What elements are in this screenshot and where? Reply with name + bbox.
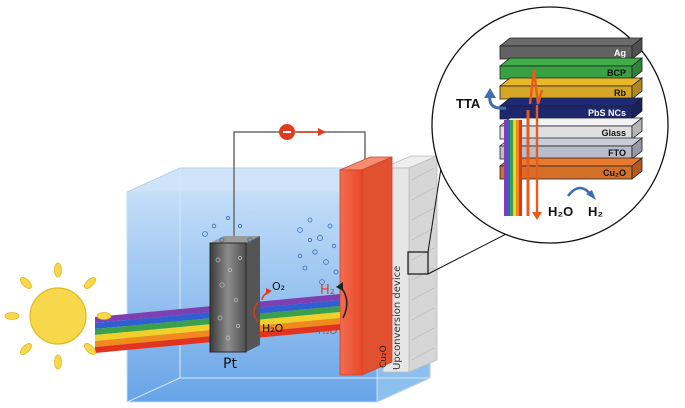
h2-left-label: H₂ [320,283,335,298]
sun-icon [4,262,112,370]
pt-label: Pt [223,356,237,372]
h2o-inset-label: H₂O [548,204,573,219]
layer-label: Rb [614,88,626,98]
layer-rb: Rb [498,77,644,100]
gas-bubbles [202,215,339,285]
layer-label: Ag [614,48,626,58]
anode-reaction: O₂ H₂O [253,280,285,335]
layer-cu-o: Cu₂O [498,157,644,180]
layer-label: Glass [601,128,626,138]
external-circuit [233,124,366,242]
layer-label: FTO [608,148,626,158]
layer-ag: Ag [498,37,644,60]
h2o-left-label: H₂O [262,322,284,335]
cu2o-vertical-label: Cu₂O [379,345,389,368]
cathode-reaction: H₂ H₂O [318,282,348,337]
h2o-mid-label: H₂O [318,326,338,337]
layer-pbs-ncs: PbS NCs [498,97,644,120]
inset-reaction: H₂O H₂ [548,186,603,219]
tta-arrow: TTA [456,88,507,111]
layer-label: Cu₂O [603,168,626,178]
tta-label: TTA [456,96,481,111]
pt-anode: Pt [209,236,260,372]
cu2o-photocathode: Cu₂O [339,156,393,376]
upconversion-label: Upconversion device [392,266,403,370]
layer-glass: Glass [498,117,644,140]
o2-label: O₂ [272,280,285,293]
layer-bcp: BCP [498,57,644,80]
layer-label: PbS NCs [588,108,626,118]
layer-label: BCP [607,68,626,78]
layer-fto: FTO [498,137,644,160]
h2-inset-label: H₂ [588,204,603,219]
inset-beam [504,69,544,220]
